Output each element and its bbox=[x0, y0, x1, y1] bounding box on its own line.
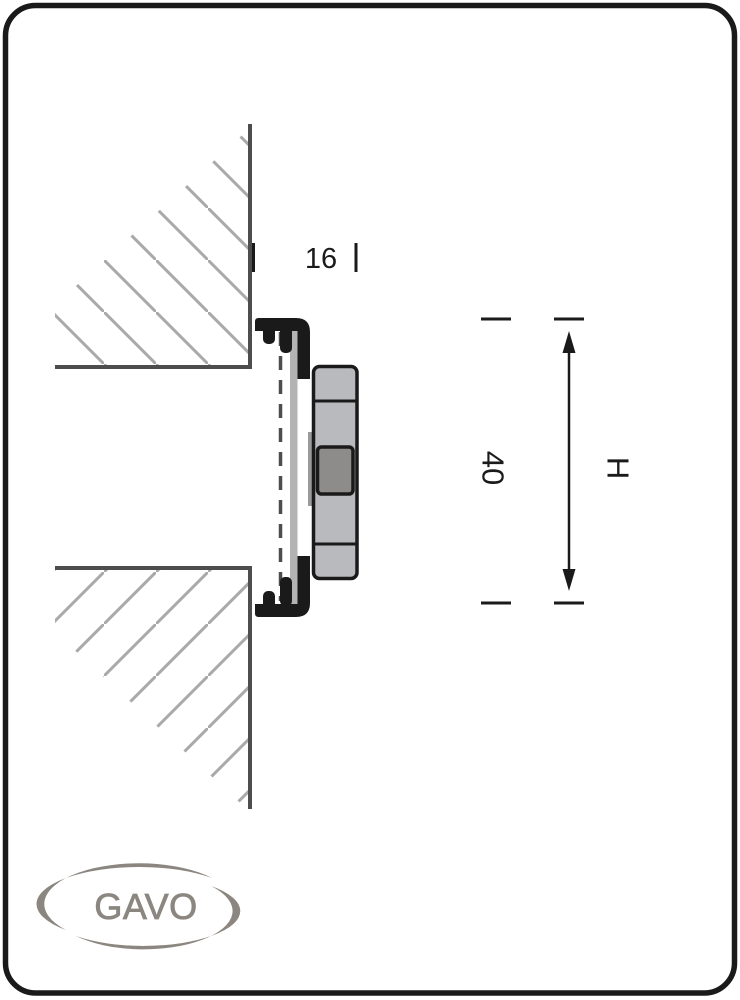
clip-slider-dark bbox=[315, 445, 355, 496]
logo-swoosh-upper bbox=[36, 863, 213, 930]
dimension-40-label: 40 bbox=[476, 451, 511, 485]
wall-section-upper bbox=[55, 124, 252, 369]
profile-barb-top-right bbox=[280, 324, 292, 353]
wall-section-lower bbox=[55, 566, 252, 812]
logo-brand-text: GAVO bbox=[94, 886, 197, 927]
profile-top-flange bbox=[255, 318, 310, 379]
logo-swoosh-lower bbox=[76, 886, 241, 950]
wall-edge-lower bbox=[55, 566, 252, 809]
dimension-depth-label: 16 bbox=[305, 243, 337, 275]
dimension-height: 40 H bbox=[476, 317, 636, 605]
profile-barb-bottom-right bbox=[280, 577, 292, 606]
wall-hatch-upper bbox=[55, 128, 250, 365]
dimension-depth: 16 bbox=[252, 243, 358, 275]
profile-cross-section bbox=[255, 318, 359, 617]
wall-hatch-lower bbox=[55, 570, 250, 812]
profile-back-strip bbox=[290, 330, 298, 605]
dimension-arrowhead-up bbox=[562, 331, 576, 353]
wall-edge-upper bbox=[55, 124, 252, 369]
dimension-h-label: H bbox=[601, 457, 636, 479]
dimension-arrowhead-down bbox=[562, 569, 576, 591]
gavo-logo: GAVO bbox=[36, 863, 241, 950]
profile-bottom-flange bbox=[255, 556, 310, 617]
